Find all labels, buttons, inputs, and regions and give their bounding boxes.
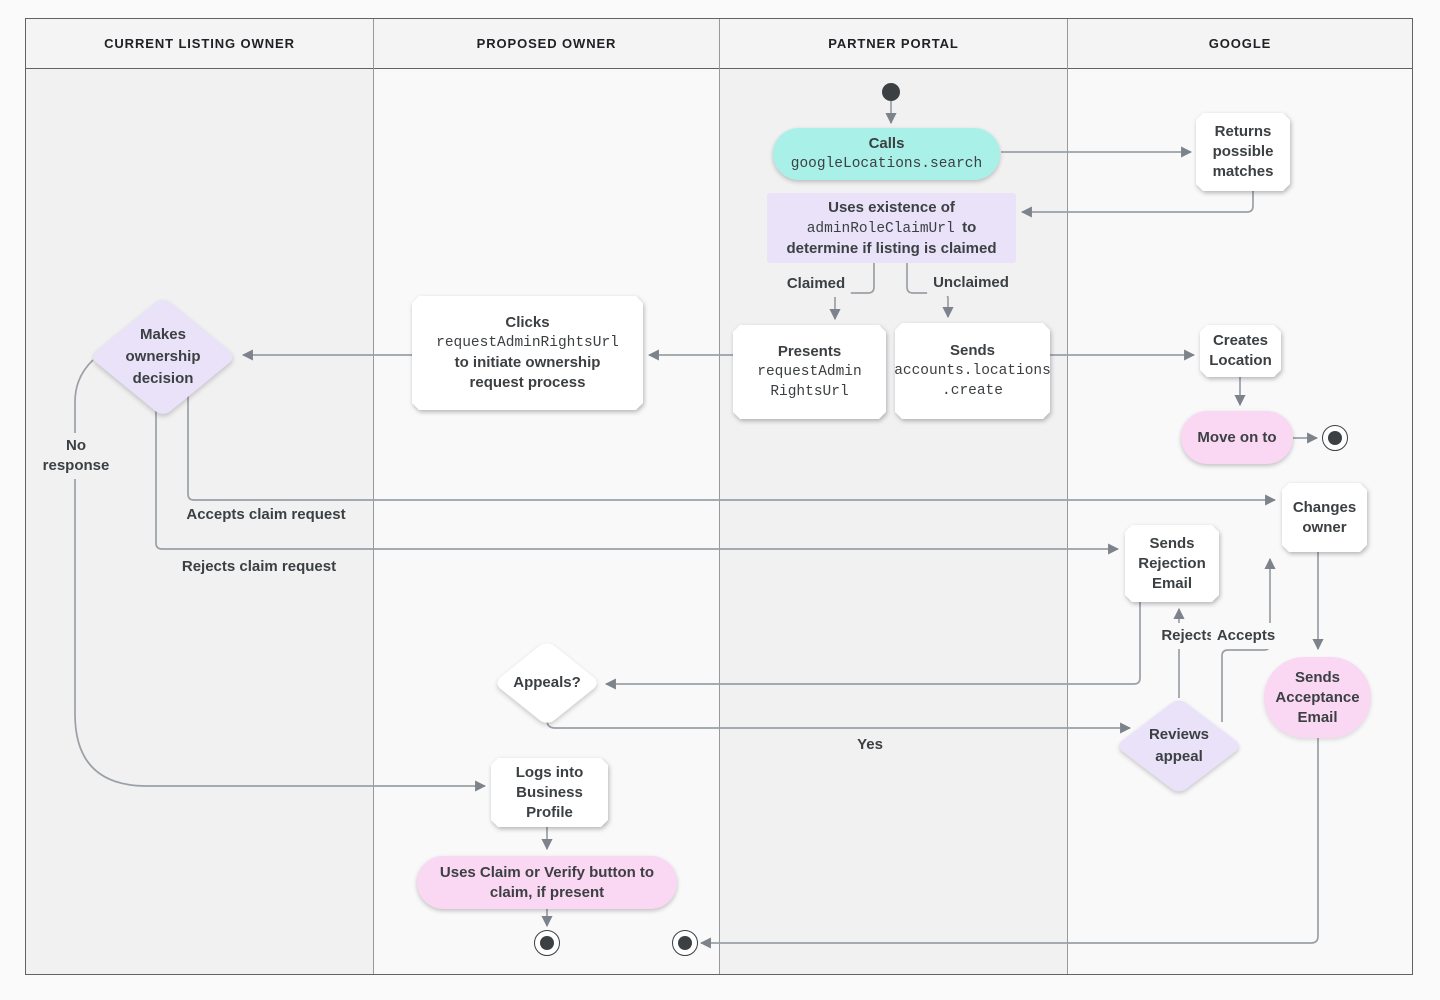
node-text: Sends Rejection Email <box>1138 534 1206 592</box>
lane-header-current-listing-owner: CURRENT LISTING OWNER <box>26 19 373 69</box>
node-text: Returns possible matches <box>1212 123 1274 180</box>
node-sends-accounts-locations-create: Sends accounts.locations .create <box>895 323 1050 419</box>
node-code: requestAdmin RightsUrl <box>757 364 862 400</box>
edge-label-yes: Yes <box>851 732 889 758</box>
node-returns-possible-matches: Returns possible matches <box>1196 113 1290 191</box>
node-text: Appeals? <box>513 674 581 691</box>
edge-acceptance-to-end <box>699 738 1319 949</box>
end-node-claim <box>534 930 560 956</box>
lane-partner-portal: PARTNER PORTAL <box>720 19 1068 974</box>
edge-returns-to-uses <box>1020 190 1254 218</box>
edge-label-accepts-claim-request: Accepts claim request <box>180 502 352 528</box>
node-line3: determine if listing is claimed <box>786 239 997 257</box>
node-creates-location: Creates Location <box>1200 325 1281 377</box>
node-text: Uses Claim or Verify button to claim, if… <box>439 863 655 901</box>
lane-header-google: GOOGLE <box>1068 19 1412 69</box>
node-text: Reviews appeal <box>1148 726 1210 765</box>
node-makes-ownership-decision: Makes ownership decision <box>89 296 237 418</box>
node-text: to initiate ownership request process <box>454 354 601 391</box>
end-node-create <box>1322 425 1348 451</box>
node-line1: Uses existence of <box>828 198 955 216</box>
edge-label-accepts: Accepts <box>1210 623 1282 649</box>
node-code: adminRoleClaimUrl <box>806 220 955 237</box>
node-appeals: Appeals? <box>493 640 601 726</box>
edge-appeals-yes <box>546 719 1132 734</box>
node-code: requestAdminRightsUrl <box>436 335 619 351</box>
edge-no-response <box>74 359 487 792</box>
node-uses-existence-adminroleclaimurl: Uses existence of adminRoleClaimUrl to d… <box>767 193 1016 263</box>
edge-accepts-claim <box>187 393 1277 506</box>
start-node <box>882 83 900 101</box>
node-calls-googlelocations-search: Calls googleLocations.search <box>773 128 1000 180</box>
node-clicks-requestadminrightsurl: Clicks requestAdminRightsUrl to initiate… <box>412 296 643 410</box>
node-sends-acceptance-email: Sends Acceptance Email <box>1264 657 1371 738</box>
lane-header-proposed-owner: PROPOSED OWNER <box>374 19 719 69</box>
node-title: Calls <box>868 135 905 152</box>
node-text: Sends Acceptance Email <box>1275 668 1360 726</box>
node-reviews-appeal: Reviews appeal <box>1115 697 1243 795</box>
node-sends-rejection-email: Sends Rejection Email <box>1125 525 1219 602</box>
edge-rejection-to-appeals <box>604 602 1141 690</box>
lane-header-partner-portal: PARTNER PORTAL <box>720 19 1067 69</box>
edge-label-no-response: No response <box>36 433 116 479</box>
node-logs-into-business-profile: Logs into Business Profile <box>491 758 608 827</box>
node-title: Sends <box>949 342 995 359</box>
end-node-acceptance <box>672 930 698 956</box>
node-text: Makes ownership decision <box>125 326 201 387</box>
node-title: Clicks <box>505 314 550 331</box>
node-presents-requestadminrightsurl: Presents requestAdmin RightsUrl <box>733 325 886 419</box>
edge-label-claimed: Claimed <box>780 271 852 297</box>
edge-label-rejects-claim-request: Rejects claim request <box>175 554 343 580</box>
node-code: googleLocations.search <box>790 156 983 172</box>
edge-label-rejects: Rejects <box>1155 623 1221 649</box>
node-move-on-to: Move on to <box>1181 411 1293 464</box>
node-line2-suffix: to <box>962 218 977 236</box>
node-text: Logs into Business Profile <box>515 763 584 821</box>
node-uses-claim-or-verify: Uses Claim or Verify button to claim, if… <box>417 856 677 909</box>
node-changes-owner: Changes owner <box>1282 483 1367 552</box>
node-text: Creates Location <box>1209 332 1272 369</box>
node-code: accounts.locations .create <box>894 363 1051 399</box>
edge-rejects-claim <box>155 404 1120 555</box>
edge-label-unclaimed: Unclaimed <box>927 270 1015 296</box>
node-title: Presents <box>777 343 842 360</box>
lane-current-listing-owner: CURRENT LISTING OWNER <box>26 19 374 974</box>
node-text: Move on to <box>1197 428 1277 446</box>
node-text: Changes owner <box>1292 498 1357 536</box>
